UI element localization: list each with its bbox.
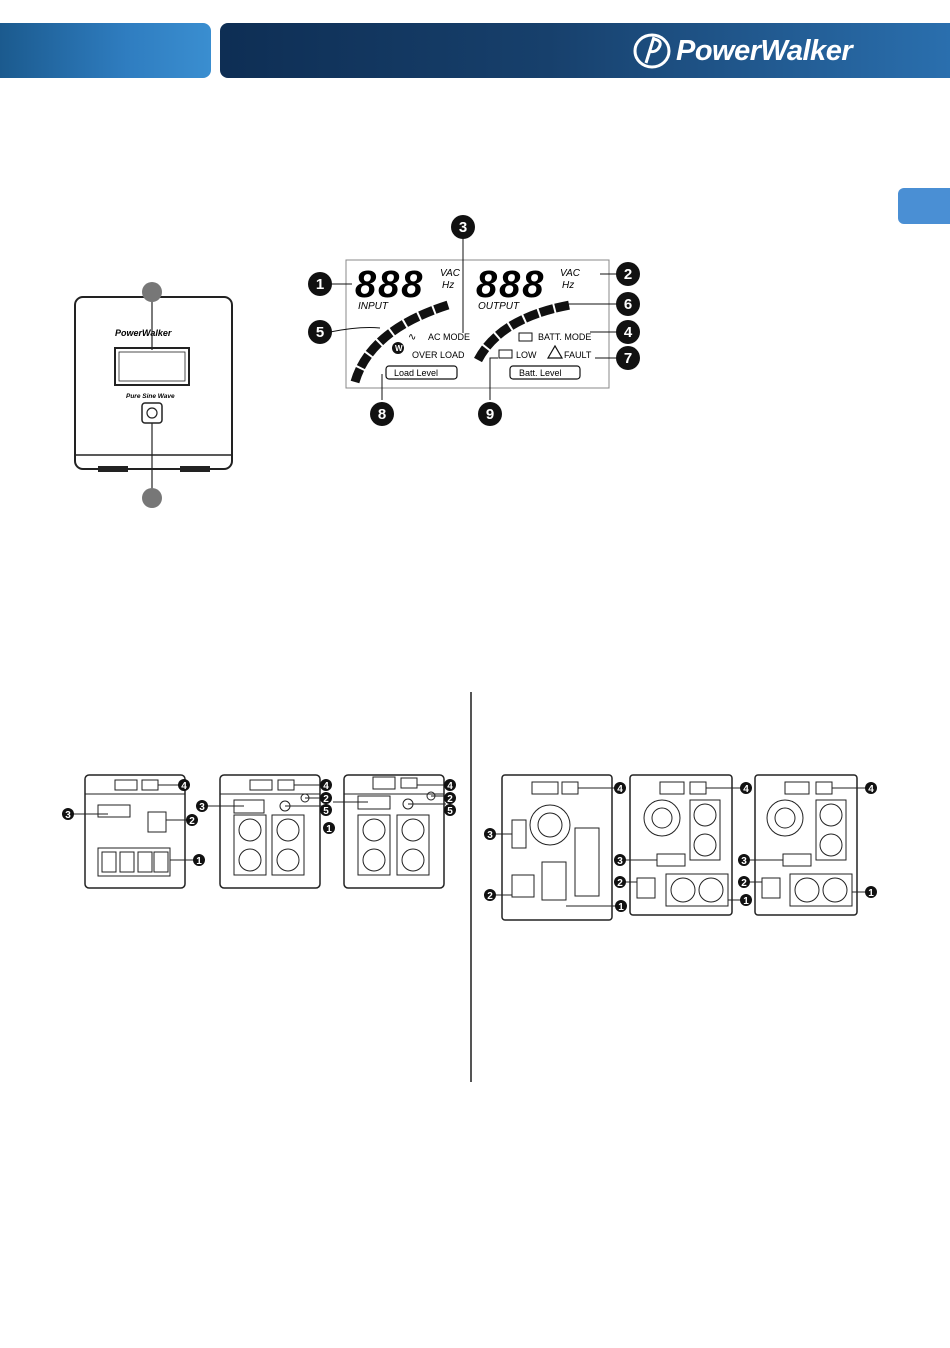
input-digits: 888 (355, 264, 424, 306)
callout-1: 1 (316, 276, 324, 293)
batt-mode-label: BATT. MODE (538, 332, 591, 342)
callout-4: 4 (624, 324, 633, 341)
callout-button-dot (142, 488, 162, 508)
front-panel-figure: PowerWalker Pure Sine Wave (70, 250, 245, 510)
callout-5: 5 (316, 324, 324, 341)
front-caption: Pure Sine Wave (126, 393, 175, 400)
front-logo: PowerWalker (115, 328, 172, 338)
rear-panels-left: 3 2 1 4 3 4 2 5 1 4 2 5 (60, 770, 470, 895)
input-hz: Hz (442, 280, 454, 291)
svg-text:2: 2 (617, 878, 623, 889)
svg-text:3: 3 (487, 830, 493, 841)
svg-text:3: 3 (65, 810, 71, 821)
low-label: LOW (516, 350, 537, 360)
svg-text:3: 3 (617, 856, 623, 867)
svg-text:1: 1 (618, 902, 624, 913)
powerwalker-logo-icon (632, 31, 672, 71)
rear-panels-right: 4 3 2 1 4 3 2 1 4 3 2 1 (480, 770, 880, 930)
callout-7: 7 (624, 350, 632, 367)
output-hz: Hz (562, 280, 574, 291)
svg-text:4: 4 (181, 781, 187, 792)
input-label: INPUT (358, 301, 389, 312)
svg-text:5: 5 (323, 806, 329, 817)
power-button[interactable] (142, 403, 162, 423)
svg-text:1: 1 (326, 824, 332, 835)
svg-text:1: 1 (868, 888, 874, 899)
svg-text:4: 4 (868, 784, 874, 795)
callout-lcd-dot (142, 282, 162, 302)
header-left-band (0, 23, 211, 78)
svg-text:1: 1 (743, 896, 749, 907)
load-level-label: Load Level (394, 368, 438, 378)
svg-text:1: 1 (196, 856, 202, 867)
lcd-window (115, 348, 189, 385)
svg-text:2: 2 (189, 816, 195, 827)
ac-mode-icon: ∿ (408, 332, 416, 343)
callout-2: 2 (624, 266, 632, 283)
svg-text:2: 2 (741, 878, 747, 889)
ac-mode-label: AC MODE (428, 332, 470, 342)
rear-unit-b (220, 775, 320, 888)
svg-text:3: 3 (199, 802, 205, 813)
column-divider (470, 692, 472, 1082)
rear-unit-e (630, 775, 732, 915)
output-digits: 888 (476, 264, 545, 306)
callout-9: 9 (486, 406, 494, 423)
svg-text:2: 2 (447, 794, 453, 805)
svg-text:3: 3 (741, 856, 747, 867)
brand-logo: PowerWalker (632, 30, 852, 72)
output-label: OUTPUT (478, 301, 520, 312)
callout-3: 3 (459, 219, 467, 236)
svg-text:2: 2 (487, 891, 493, 902)
svg-text:4: 4 (617, 784, 623, 795)
lcd-diagram: 888 VAC Hz INPUT 888 VAC Hz OUTPUT ∿ AC … (300, 210, 650, 435)
section-tab[interactable] (898, 188, 950, 224)
callout-8: 8 (378, 406, 386, 423)
over-load-label: OVER LOAD (412, 350, 465, 360)
callout-6: 6 (624, 296, 632, 313)
svg-text:2: 2 (323, 794, 329, 805)
brand-name: PowerWalker (676, 35, 852, 68)
svg-text:W: W (395, 344, 403, 353)
batt-level-label: Batt. Level (519, 368, 562, 378)
svg-text:4: 4 (743, 784, 749, 795)
svg-text:4: 4 (447, 781, 453, 792)
svg-text:4: 4 (323, 781, 329, 792)
svg-text:5: 5 (447, 806, 453, 817)
output-vac: VAC (560, 268, 581, 279)
input-vac: VAC (440, 268, 461, 279)
fault-label: FAULT (564, 350, 592, 360)
